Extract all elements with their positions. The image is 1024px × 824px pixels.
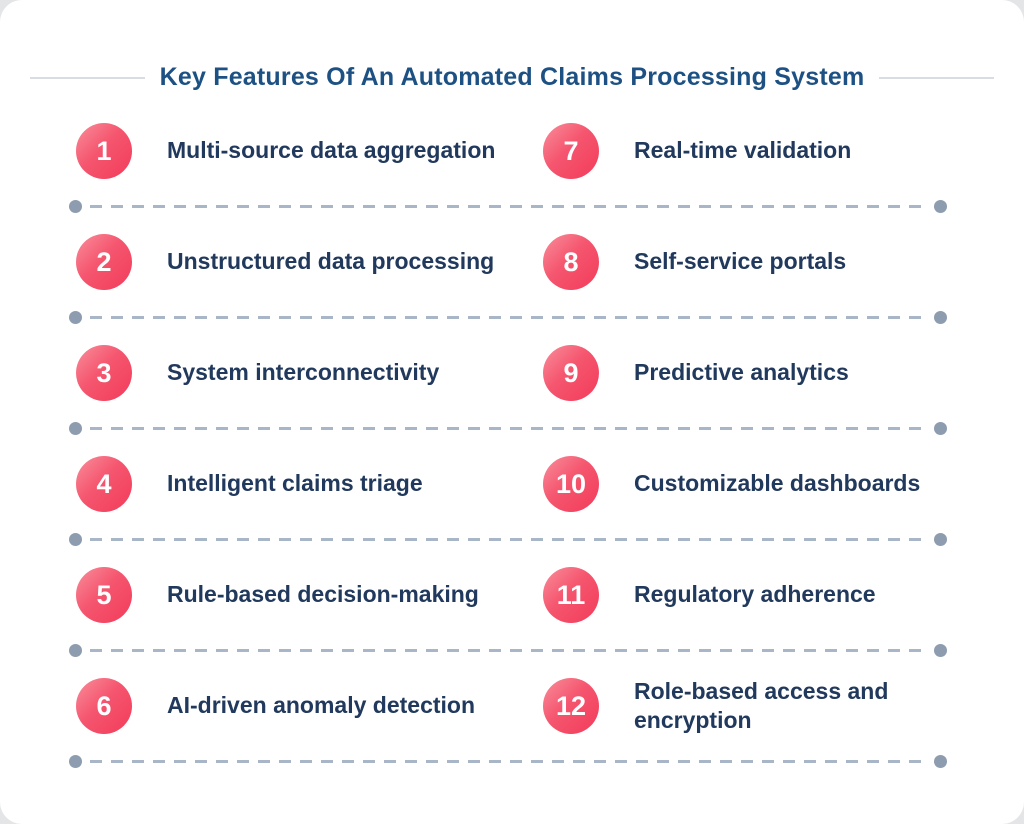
number-badge-1: 1 bbox=[76, 123, 132, 179]
line-end-dot bbox=[934, 311, 947, 324]
dashed-line bbox=[90, 427, 926, 430]
number-badge-8: 8 bbox=[543, 234, 599, 290]
dashed-line bbox=[90, 760, 926, 763]
feature-label-11: Regulatory adherence bbox=[634, 581, 876, 608]
dashed-line bbox=[90, 649, 926, 652]
number-badge-6: 6 bbox=[76, 678, 132, 734]
dashed-line bbox=[90, 538, 926, 541]
line-end-dot bbox=[69, 533, 82, 546]
line-end-dot bbox=[69, 644, 82, 657]
feature-label-3: System interconnectivity bbox=[167, 359, 440, 386]
number-badge-12: 12 bbox=[543, 678, 599, 734]
title-right-divider bbox=[879, 76, 995, 79]
feature-item-10: 10 Customizable dashboards bbox=[543, 456, 1024, 512]
number-badge-7: 7 bbox=[543, 123, 599, 179]
feature-row: 1 Multi-source data aggregation 7 Real-t… bbox=[0, 105, 1024, 197]
feature-label-1: Multi-source data aggregation bbox=[167, 137, 496, 164]
line-end-dot bbox=[934, 755, 947, 768]
number-badge-4: 4 bbox=[76, 456, 132, 512]
number-badge-9: 9 bbox=[543, 345, 599, 401]
header: Key Features Of An Automated Claims Proc… bbox=[30, 0, 995, 92]
feature-item-4: 4 Intelligent claims triage bbox=[76, 456, 543, 512]
feature-item-2: 2 Unstructured data processing bbox=[76, 234, 543, 290]
line-end-dot bbox=[934, 533, 947, 546]
feature-row: 2 Unstructured data processing 8 Self-se… bbox=[0, 216, 1024, 308]
number-badge-2: 2 bbox=[76, 234, 132, 290]
feature-row: 3 System interconnectivity 9 Predictive … bbox=[0, 327, 1024, 419]
line-end-dot bbox=[934, 644, 947, 657]
line-end-dot bbox=[69, 311, 82, 324]
number-badge-10: 10 bbox=[543, 456, 599, 512]
feature-item-1: 1 Multi-source data aggregation bbox=[76, 123, 543, 179]
feature-label-12: Role-based access and encryption bbox=[634, 677, 889, 733]
dashed-separator bbox=[69, 311, 947, 324]
dashed-separator bbox=[69, 200, 947, 213]
line-end-dot bbox=[69, 755, 82, 768]
dashed-separator bbox=[69, 644, 947, 657]
feature-label-6: AI-driven anomaly detection bbox=[167, 692, 476, 719]
feature-label-5: Rule-based decision-making bbox=[167, 581, 479, 608]
feature-item-12: 12 Role-based access and encryption bbox=[543, 677, 1024, 736]
feature-label-7: Real-time validation bbox=[634, 137, 852, 164]
feature-label-4: Intelligent claims triage bbox=[167, 470, 423, 497]
page-title: Key Features Of An Automated Claims Proc… bbox=[159, 63, 865, 91]
feature-label-2: Unstructured data processing bbox=[167, 248, 495, 275]
feature-row: 5 Rule-based decision-making 11 Regulato… bbox=[0, 549, 1024, 641]
dashed-line bbox=[90, 205, 926, 208]
number-badge-5: 5 bbox=[76, 567, 132, 623]
line-end-dot bbox=[934, 422, 947, 435]
feature-item-11: 11 Regulatory adherence bbox=[543, 567, 1024, 623]
feature-list: 1 Multi-source data aggregation 7 Real-t… bbox=[0, 105, 1024, 768]
feature-item-7: 7 Real-time validation bbox=[543, 123, 1024, 179]
feature-label-8: Self-service portals bbox=[634, 248, 847, 275]
dashed-line bbox=[90, 316, 926, 319]
title-left-divider bbox=[30, 76, 145, 79]
feature-item-6: 6 AI-driven anomaly detection bbox=[76, 678, 543, 734]
feature-item-5: 5 Rule-based decision-making bbox=[76, 567, 543, 623]
feature-row: 6 AI-driven anomaly detection 12 Role-ba… bbox=[0, 660, 1024, 752]
number-badge-11: 11 bbox=[543, 567, 599, 623]
feature-label-10: Customizable dashboards bbox=[634, 470, 921, 497]
line-end-dot bbox=[69, 422, 82, 435]
feature-row: 4 Intelligent claims triage 10 Customiza… bbox=[0, 438, 1024, 530]
feature-label-9: Predictive analytics bbox=[634, 359, 849, 386]
feature-item-3: 3 System interconnectivity bbox=[76, 345, 543, 401]
dashed-separator bbox=[69, 533, 947, 546]
line-end-dot bbox=[69, 200, 82, 213]
dashed-separator bbox=[69, 422, 947, 435]
line-end-dot bbox=[934, 200, 947, 213]
feature-item-9: 9 Predictive analytics bbox=[543, 345, 1024, 401]
dashed-separator bbox=[69, 755, 947, 768]
number-badge-3: 3 bbox=[76, 345, 132, 401]
feature-item-8: 8 Self-service portals bbox=[543, 234, 1024, 290]
